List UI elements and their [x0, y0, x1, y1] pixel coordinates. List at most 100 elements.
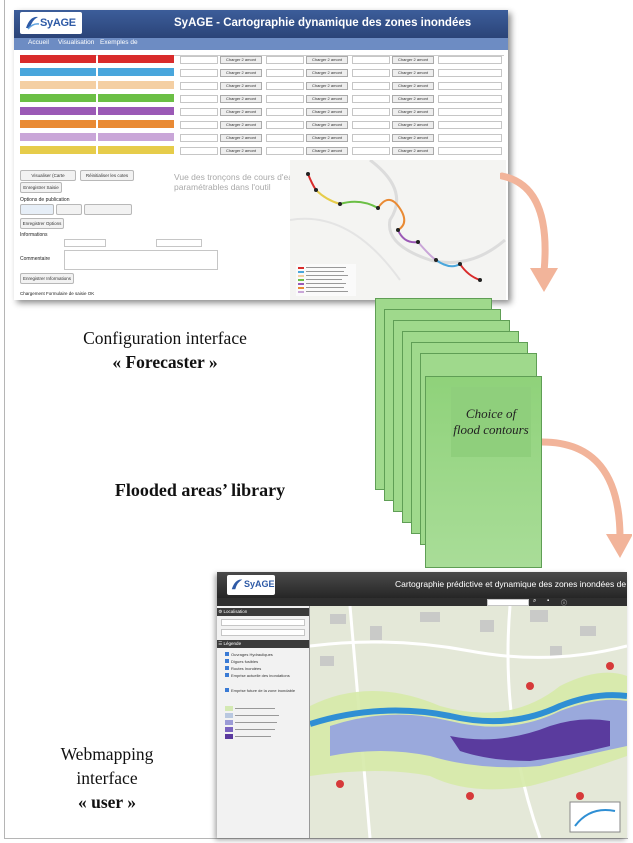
cote-input-2[interactable] [266, 56, 304, 64]
info-icon[interactable]: ⓘ [561, 601, 568, 607]
cote-input-3[interactable] [352, 56, 390, 64]
commune-select[interactable] [221, 619, 305, 626]
option-radio-2[interactable] [56, 204, 82, 215]
cote-input-1[interactable] [180, 108, 218, 116]
cote-input-2[interactable] [266, 82, 304, 90]
option-radio-3[interactable] [84, 204, 132, 215]
legend-item-2[interactable]: Digues fusibles [225, 659, 258, 664]
mode-input[interactable] [156, 239, 202, 247]
charger-amont-button-1[interactable]: Charger 2 amont [220, 121, 262, 129]
charger-amont-button-1[interactable]: Charger 2 amont [220, 95, 262, 103]
cote-input-3[interactable] [352, 69, 390, 77]
cote-input-3[interactable] [352, 82, 390, 90]
cote-input-1[interactable] [180, 56, 218, 64]
cote-input-3[interactable] [352, 134, 390, 142]
option-radio-1[interactable] [20, 204, 54, 215]
nav-exemples[interactable]: Exemples de [100, 39, 138, 46]
cote-input-2[interactable] [266, 108, 304, 116]
charger-amont-button-2[interactable]: Charger 2 amont [306, 69, 348, 77]
cote-input-1[interactable] [180, 134, 218, 142]
charger-amont-button-3[interactable]: Charger 2 amont [392, 121, 434, 129]
cote-input-2[interactable] [266, 69, 304, 77]
cote-input-3[interactable] [352, 95, 390, 103]
charger-amont-button-3[interactable]: Charger 2 amont [392, 134, 434, 142]
charger-amont-button-1[interactable]: Charger 2 amont [220, 82, 262, 90]
cote-select[interactable] [438, 147, 502, 155]
charger-amont-button-3[interactable]: Charger 2 amont [392, 82, 434, 90]
charger-amont-button-2[interactable]: Charger 2 amont [306, 82, 348, 90]
cote-select[interactable] [438, 95, 502, 103]
cote-input-3[interactable] [352, 147, 390, 155]
cote-input-1[interactable] [180, 82, 218, 90]
logo-text: SyAGE [244, 579, 275, 589]
legend-item-5[interactable]: Emprise future de la zone inondable [225, 688, 295, 693]
search-input[interactable] [487, 599, 529, 606]
cote-select[interactable] [438, 82, 502, 90]
cote-input-1[interactable] [180, 121, 218, 129]
cote-input-2[interactable] [266, 147, 304, 155]
commentaire-textarea[interactable] [64, 250, 218, 270]
cote-input-2[interactable] [266, 134, 304, 142]
charger-amont-button-1[interactable]: Charger 2 amont [220, 69, 262, 77]
legende-header[interactable]: ☰ Légende [217, 640, 309, 648]
choice-text: Choice of flood contours [453, 406, 529, 437]
cote-input-3[interactable] [352, 121, 390, 129]
nav-accueil[interactable]: Accueil [28, 39, 49, 46]
arrow-to-webmapping [540, 438, 632, 558]
cote-select[interactable] [438, 134, 502, 142]
legend-item-1[interactable]: Ouvrages Hydrauliques [225, 652, 273, 657]
reach-row: Charger 2 amont Charger 2 amont Charger 2 … [20, 133, 504, 142]
reach-color-cell [20, 146, 96, 154]
search-icon[interactable]: ⌕ [533, 598, 537, 604]
enregistrer-options-button[interactable]: Enregistrer Options [20, 218, 64, 229]
charger-amont-button-2[interactable]: Charger 2 amont [306, 134, 348, 142]
cote-input-1[interactable] [180, 69, 218, 77]
flood-depth-legend [225, 706, 279, 739]
charger-amont-button-2[interactable]: Charger 2 amont [306, 147, 348, 155]
date-input[interactable] [64, 239, 106, 247]
enregistrer-saisie-button[interactable]: Enregistrer Saisie [20, 182, 62, 193]
charger-amont-button-3[interactable]: Charger 2 amont [392, 147, 434, 155]
charger-amont-button-3[interactable]: Charger 2 amont [392, 69, 434, 77]
troncon-select[interactable] [221, 629, 305, 636]
charger-amont-button-2[interactable]: Charger 2 amont [306, 108, 348, 116]
charger-amont-button-1[interactable]: Charger 2 amont [220, 134, 262, 142]
reach-overview-map[interactable] [289, 158, 506, 300]
charger-amont-button-3[interactable]: Charger 2 amont [392, 108, 434, 116]
cote-select[interactable] [438, 121, 502, 129]
reinitialiser-button[interactable]: Réinitialiser les cotes [80, 170, 134, 181]
flood-map[interactable] [310, 606, 627, 838]
legend-item-3[interactable]: Routes Inondées [225, 666, 261, 671]
enregistrer-informations-button[interactable]: Enregistrer Informations [20, 273, 74, 284]
charger-amont-button-2[interactable]: Charger 2 amont [306, 56, 348, 64]
reach-color-cell [20, 133, 96, 141]
charger-amont-button-3[interactable]: Charger 2 amont [392, 95, 434, 103]
nav-visualisation[interactable]: Visualisation [58, 39, 95, 46]
charger-amont-button-2[interactable]: Charger 2 amont [306, 95, 348, 103]
reach-name-cell [98, 81, 174, 89]
cote-select[interactable] [438, 56, 502, 64]
visualiser-button[interactable]: Visualiser (Carte Tronçons) [20, 170, 76, 187]
cote-select[interactable] [438, 108, 502, 116]
charger-amont-button-1[interactable]: Charger 2 amont [220, 108, 262, 116]
charger-amont-button-1[interactable]: Charger 2 amont [220, 56, 262, 64]
cote-input-1[interactable] [180, 95, 218, 103]
localisation-label: Localisation [223, 609, 248, 614]
logo-mark-icon [231, 579, 243, 590]
cote-input-3[interactable] [352, 108, 390, 116]
cote-input-1[interactable] [180, 147, 218, 155]
cote-select[interactable] [438, 69, 502, 77]
charger-amont-button-3[interactable]: Charger 2 amont [392, 56, 434, 64]
cote-input-2[interactable] [266, 121, 304, 129]
forecaster-caption-line1: Configuration interface [83, 328, 247, 348]
charger-amont-button-2[interactable]: Charger 2 amont [306, 121, 348, 129]
reach-color-cell [20, 94, 96, 102]
legend-item-4[interactable]: Emprise actuelle des inondations [225, 673, 290, 678]
print-icon[interactable]: ▪ [547, 598, 550, 604]
forecaster-screenshot: SyAGE SyAGE - Cartographie dynamique des… [14, 10, 508, 300]
charger-amont-button-1[interactable]: Charger 2 amont [220, 147, 262, 155]
river-reaches-drawing [289, 158, 506, 296]
localisation-header[interactable]: ⚙ Localisation [217, 608, 309, 616]
reach-row: Charger 2 amont Charger 2 amont Charger 2 … [20, 94, 504, 103]
cote-input-2[interactable] [266, 95, 304, 103]
